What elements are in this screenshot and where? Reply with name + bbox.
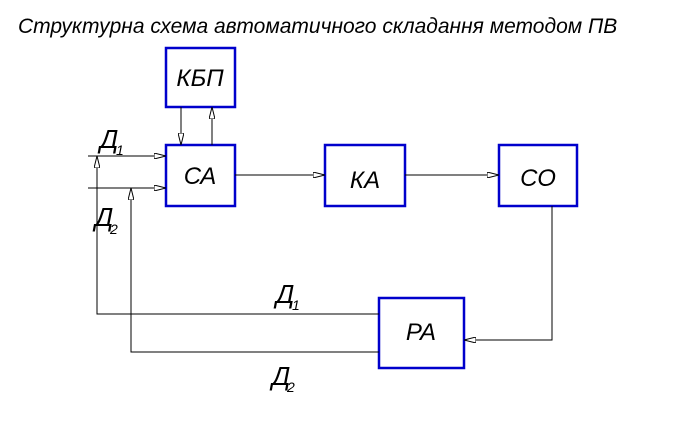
arrow-so-to-ra	[464, 206, 553, 340]
signal-label-d1-bottom: Д 1	[273, 279, 300, 313]
signal-d1-bottom-letter: Д	[273, 279, 294, 309]
signal-d2-bottom-letter: Д	[269, 361, 290, 391]
block-sa-label: СА	[184, 163, 217, 190]
block-kbp-label: КБП	[176, 65, 224, 92]
signal-label-d2-bottom: Д 2	[269, 361, 295, 395]
block-ka-label: КА	[350, 167, 380, 194]
block-ra-label: РА	[406, 319, 436, 346]
block-ka: КА	[323, 143, 407, 208]
feedback-d2-line	[131, 188, 379, 353]
block-kbp-frame	[164, 46, 237, 109]
block-so-label: СО	[520, 165, 556, 192]
signal-d1-top-index: 1	[116, 142, 124, 158]
signal-d2-top-letter: Д	[92, 202, 113, 232]
signal-d2-bottom-index: 2	[286, 379, 295, 395]
feedback-d1-line	[97, 156, 379, 315]
block-so-frame	[497, 143, 579, 208]
block-kbp: КБП	[164, 46, 237, 109]
signal-d1-bottom-index: 1	[292, 297, 300, 313]
diagram-title: Структурна схема автоматичного складання…	[18, 15, 617, 38]
block-sa-frame	[164, 143, 237, 208]
block-ka-frame	[323, 143, 407, 208]
block-sa: СА	[164, 143, 237, 208]
signal-label-d2-top: Д 2	[92, 202, 118, 237]
signal-d1-top-letter: Д	[97, 124, 118, 154]
signal-label-d1-top: Д 1	[97, 124, 124, 158]
block-ra-frame	[377, 296, 466, 370]
block-ra: РА	[377, 296, 466, 370]
signal-d2-top-index: 2	[109, 221, 118, 237]
block-so: СО	[497, 143, 579, 208]
